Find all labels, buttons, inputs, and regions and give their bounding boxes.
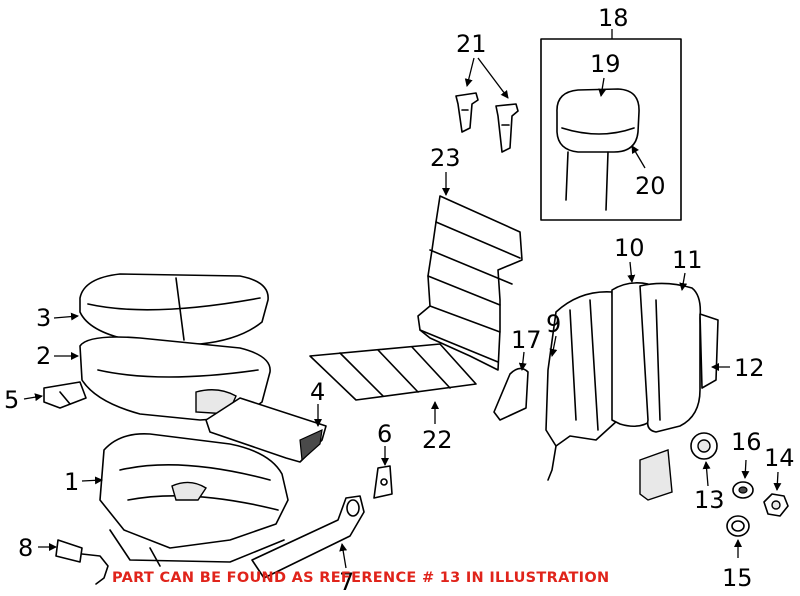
callout-9: 9 (546, 310, 561, 338)
nut-part-14 (763, 493, 789, 517)
seat-frame-part-1 (99, 433, 289, 567)
callout-4: 4 (310, 378, 325, 406)
bracket-part-6 (373, 465, 393, 499)
callout-6: 6 (377, 420, 392, 448)
seat-cushion-cover-part-3 (79, 273, 269, 345)
seat-back-cover-part-11 (639, 282, 702, 433)
knob-part-13 (690, 432, 718, 460)
callout-18: 18 (598, 4, 629, 32)
trim-part-17 (493, 367, 529, 421)
side-trim-part-7 (251, 495, 365, 579)
seat-back-frame-part-9 (545, 291, 673, 501)
headrest-box (540, 38, 682, 221)
callout-11: 11 (672, 246, 703, 274)
callout-22: 22 (422, 426, 453, 454)
headrest-part-19 (556, 88, 640, 211)
ring-part-15 (726, 515, 750, 537)
back-pad-part-23 (417, 195, 523, 371)
trim-part-5 (43, 381, 87, 409)
seat-cushion-pad-part-2 (79, 336, 271, 421)
callout-2: 2 (36, 342, 51, 370)
callout-15: 15 (722, 564, 753, 592)
callout-5: 5 (4, 386, 19, 414)
seat-back-panel-part-12 (699, 313, 719, 389)
callout-19: 19 (590, 50, 621, 78)
washer-part-16 (732, 481, 754, 499)
callout-10: 10 (614, 234, 645, 262)
seat-panel-part-22 (309, 343, 477, 401)
reference-notice: PART CAN BE FOUND AS REFERENCE # 13 IN I… (112, 570, 610, 586)
callout-1: 1 (64, 468, 79, 496)
seat-panel-part-4 (205, 397, 327, 463)
callout-17: 17 (511, 326, 542, 354)
callout-8: 8 (18, 534, 33, 562)
callout-13: 13 (694, 486, 725, 514)
callout-12: 12 (734, 354, 765, 382)
callout-3: 3 (36, 304, 51, 332)
callout-14: 14 (764, 444, 795, 472)
callout-21: 21 (456, 30, 487, 58)
adjuster-part-8 (55, 539, 109, 585)
callout-7: 7 (339, 568, 354, 596)
headrest-guide-part-21 (455, 92, 519, 153)
callout-20: 20 (635, 172, 666, 200)
callout-16: 16 (731, 428, 762, 456)
callout-23: 23 (430, 144, 461, 172)
